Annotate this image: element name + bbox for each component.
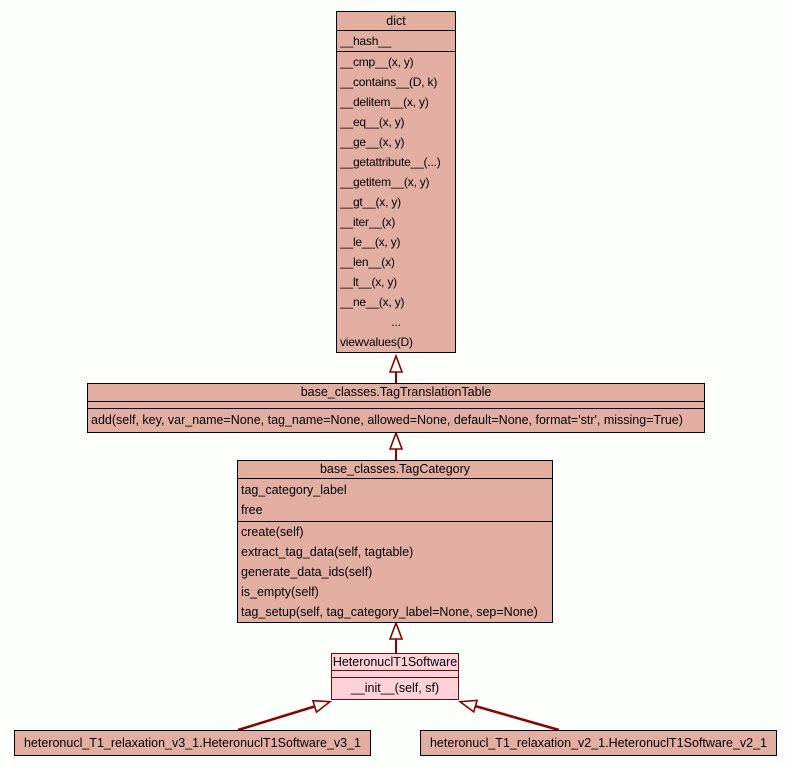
method-row: extract_tag_data(self, tagtable) [241, 545, 414, 559]
attribute-section: __hash__ [337, 31, 455, 52]
method-row: __lt__(x, y) [340, 275, 397, 289]
attribute-row: __hash__ [340, 34, 392, 48]
attribute-row: free [241, 503, 263, 517]
method-row: __getitem__(x, y) [340, 175, 430, 189]
method-row: __init__(self, sf) [350, 681, 440, 695]
method-row: __le__(x, y) [340, 235, 401, 249]
class-box-heteronucl-t1-software-v2-1[interactable]: heteronucl_T1_relaxation_v2_1.Heteronucl… [420, 730, 777, 756]
class-title: base_classes.TagTranslationTable [88, 384, 704, 402]
method-row: __len__(x) [340, 255, 395, 269]
inheritance-edge-v2-to-hs [457, 699, 560, 732]
method-row: create(self) [241, 525, 304, 539]
method-row: __cmp__(x, y) [340, 55, 414, 69]
class-box-heteronucl-t1-software-v3-1[interactable]: heteronucl_T1_relaxation_v3_1.Heteronucl… [14, 730, 371, 756]
method-section: __init__(self, sf) [332, 678, 458, 699]
method-row: tag_setup(self, tag_category_label=None,… [241, 605, 538, 619]
method-row: __iter__(x) [340, 215, 396, 229]
class-box-tag-translation-table[interactable]: base_classes.TagTranslationTable add(sel… [87, 383, 705, 433]
method-row: generate_data_ids(self) [241, 565, 373, 579]
method-row: __delitem__(x, y) [340, 95, 429, 109]
method-row: __gt__(x, y) [340, 195, 401, 209]
class-title: HeteronuclT1Software [332, 655, 458, 671]
attribute-section [88, 402, 704, 409]
class-box-heteronucl-t1-software[interactable]: HeteronuclT1Software __init__(self, sf) [331, 653, 459, 700]
method-row: __ge__(x, y) [340, 135, 405, 149]
method-row: add(self, key, var_name=None, tag_name=N… [91, 413, 683, 427]
method-section: create(self) extract_tag_data(self, tagta… [238, 522, 552, 622]
method-row: __contains__(D, k) [340, 75, 438, 89]
class-title: base_classes.TagCategory [238, 461, 552, 479]
method-row: __getattribute__(...) [340, 155, 441, 169]
method-section: add(self, key, var_name=None, tag_name=N… [88, 409, 704, 432]
class-box-dict[interactable]: dict __hash__ __cmp__(x, y) __contains__(… [336, 11, 456, 353]
method-row: ... [391, 315, 401, 329]
class-title: dict [337, 12, 455, 31]
attribute-row: tag_category_label [241, 483, 347, 497]
method-row: is_empty(self) [241, 585, 319, 599]
method-section: __cmp__(x, y) __contains__(D, k) __delitem… [337, 52, 455, 352]
method-row: __ne__(x, y) [340, 295, 405, 309]
method-row: viewvalues(D) [340, 335, 413, 349]
method-row: __eq__(x, y) [340, 115, 405, 129]
inheritance-edge-v3-to-hs [237, 699, 333, 732]
class-box-tag-category[interactable]: base_classes.TagCategory tag_category_la… [237, 460, 553, 623]
attribute-section [332, 671, 458, 678]
